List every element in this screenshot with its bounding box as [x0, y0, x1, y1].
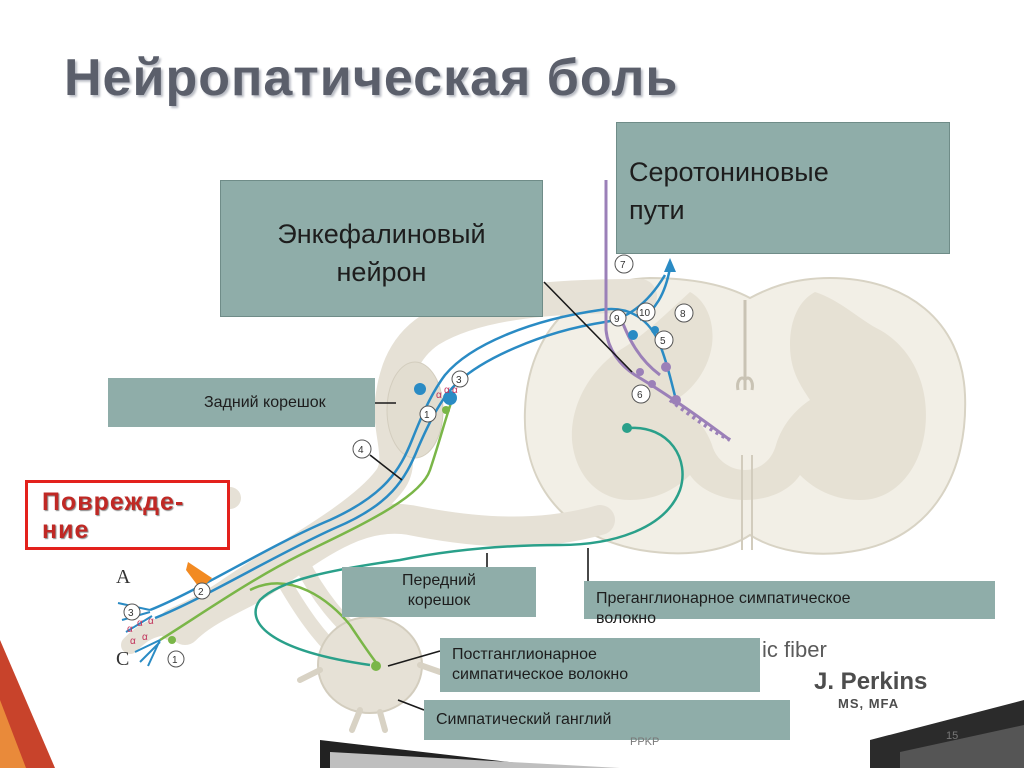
marker-4: 4 — [352, 439, 372, 459]
postganglionic-line-1: Постганглионарное — [452, 646, 597, 663]
enkephalin-line-1: Энкефалиновый — [277, 219, 486, 249]
injury-arrow — [186, 562, 212, 586]
fiber-purple-dash — [668, 398, 731, 442]
svg-text:α: α — [148, 616, 154, 627]
marker-6: 6 — [631, 384, 651, 404]
svg-text:10: 10 — [639, 308, 651, 319]
illustrator-degree: MS, MFA — [838, 696, 900, 711]
fiber-purple-ser — [604, 180, 731, 442]
fiber-letter-a: A — [116, 566, 131, 588]
svg-text:α: α — [137, 618, 143, 629]
marker-10: 10 — [636, 302, 656, 322]
marker-1-bottom: 1 — [167, 650, 185, 668]
svg-text:8: 8 — [680, 309, 686, 320]
marker-5: 5 — [654, 330, 674, 350]
svg-text:9: 9 — [614, 314, 620, 325]
svg-text:7: 7 — [620, 260, 626, 271]
marker-3-top: 3 — [451, 370, 469, 388]
ventral-root-line-2: корешок — [407, 592, 471, 609]
slide-title: Нейропатическая боль — [64, 49, 679, 107]
marker-1-top: 1 — [419, 405, 437, 423]
leader-lines — [369, 281, 633, 711]
fiber-c-green — [159, 399, 454, 642]
preganglionic-fiber-label: Преганглионарное симпатическое волокно — [584, 581, 995, 627]
fiber-letter-c: C — [116, 648, 129, 670]
marker-2: 2 — [193, 582, 211, 600]
preganglionic-line-1: Преганглионарное симпатическое — [596, 590, 851, 607]
svg-text:6: 6 — [637, 390, 643, 401]
background-decoration — [0, 640, 1024, 768]
footer-text: PPKP — [630, 736, 660, 748]
fiber-caption-fragment: ic fiber — [762, 637, 827, 662]
injury-line-2: ние — [42, 516, 90, 544]
svg-text:2: 2 — [198, 587, 204, 598]
injury-label: Поврежде- ние — [25, 480, 230, 550]
injury-line-1: Поврежде- — [42, 488, 185, 516]
dorsal-root-label: Задний корешок — [108, 378, 375, 427]
svg-text:α: α — [452, 385, 458, 396]
svg-text:α: α — [436, 390, 442, 401]
marker-9: 9 — [609, 309, 627, 327]
marker-3-bottom: 3 — [123, 603, 141, 621]
number-markers: 7 8 9 10 5 6 3 1 4 2 3 1 — [123, 254, 694, 668]
neuron-bodies — [168, 326, 681, 671]
marker-7: 7 — [614, 254, 634, 274]
preganglionic-line-2: волокно — [596, 610, 657, 627]
serotonin-line-2: пути — [629, 195, 685, 225]
svg-text:1: 1 — [424, 410, 430, 421]
sympathetic-ganglion-label: Симпатический ганглий — [424, 700, 790, 740]
ventral-root-label: Передний корешок — [342, 567, 536, 617]
page-number: 15 — [946, 730, 959, 742]
postganglionic-fiber-label: Постганглионарное симпатическое волокно — [440, 638, 760, 692]
fiber-green-post — [249, 582, 379, 666]
svg-text:5: 5 — [660, 336, 666, 347]
serotonin-pathways-label: Серотониновые пути — [616, 122, 950, 254]
alpha-receptors: α α α α α α α α — [127, 385, 458, 647]
fiber-teal-pre — [254, 426, 684, 667]
svg-text:α: α — [130, 636, 136, 647]
svg-text:1: 1 — [172, 655, 178, 666]
arrow-head-up — [664, 258, 676, 272]
svg-text:3: 3 — [456, 375, 462, 386]
svg-text:α: α — [127, 624, 133, 635]
illustrator-credit: J. Perkins — [814, 668, 928, 695]
enkephalin-line-2: нейрон — [336, 257, 427, 287]
serotonin-line-1: Серотониновые — [629, 157, 829, 187]
svg-text:α: α — [142, 632, 148, 643]
enkephalin-neuron-label: Энкефалиновый нейрон — [220, 180, 543, 317]
svg-text:α: α — [444, 385, 450, 396]
svg-text:4: 4 — [358, 445, 364, 456]
svg-text:3: 3 — [128, 608, 134, 619]
ventral-root-line-1: Передний — [402, 572, 476, 589]
postganglionic-line-2: симпатическое волокно — [452, 666, 629, 683]
marker-8: 8 — [674, 303, 694, 323]
